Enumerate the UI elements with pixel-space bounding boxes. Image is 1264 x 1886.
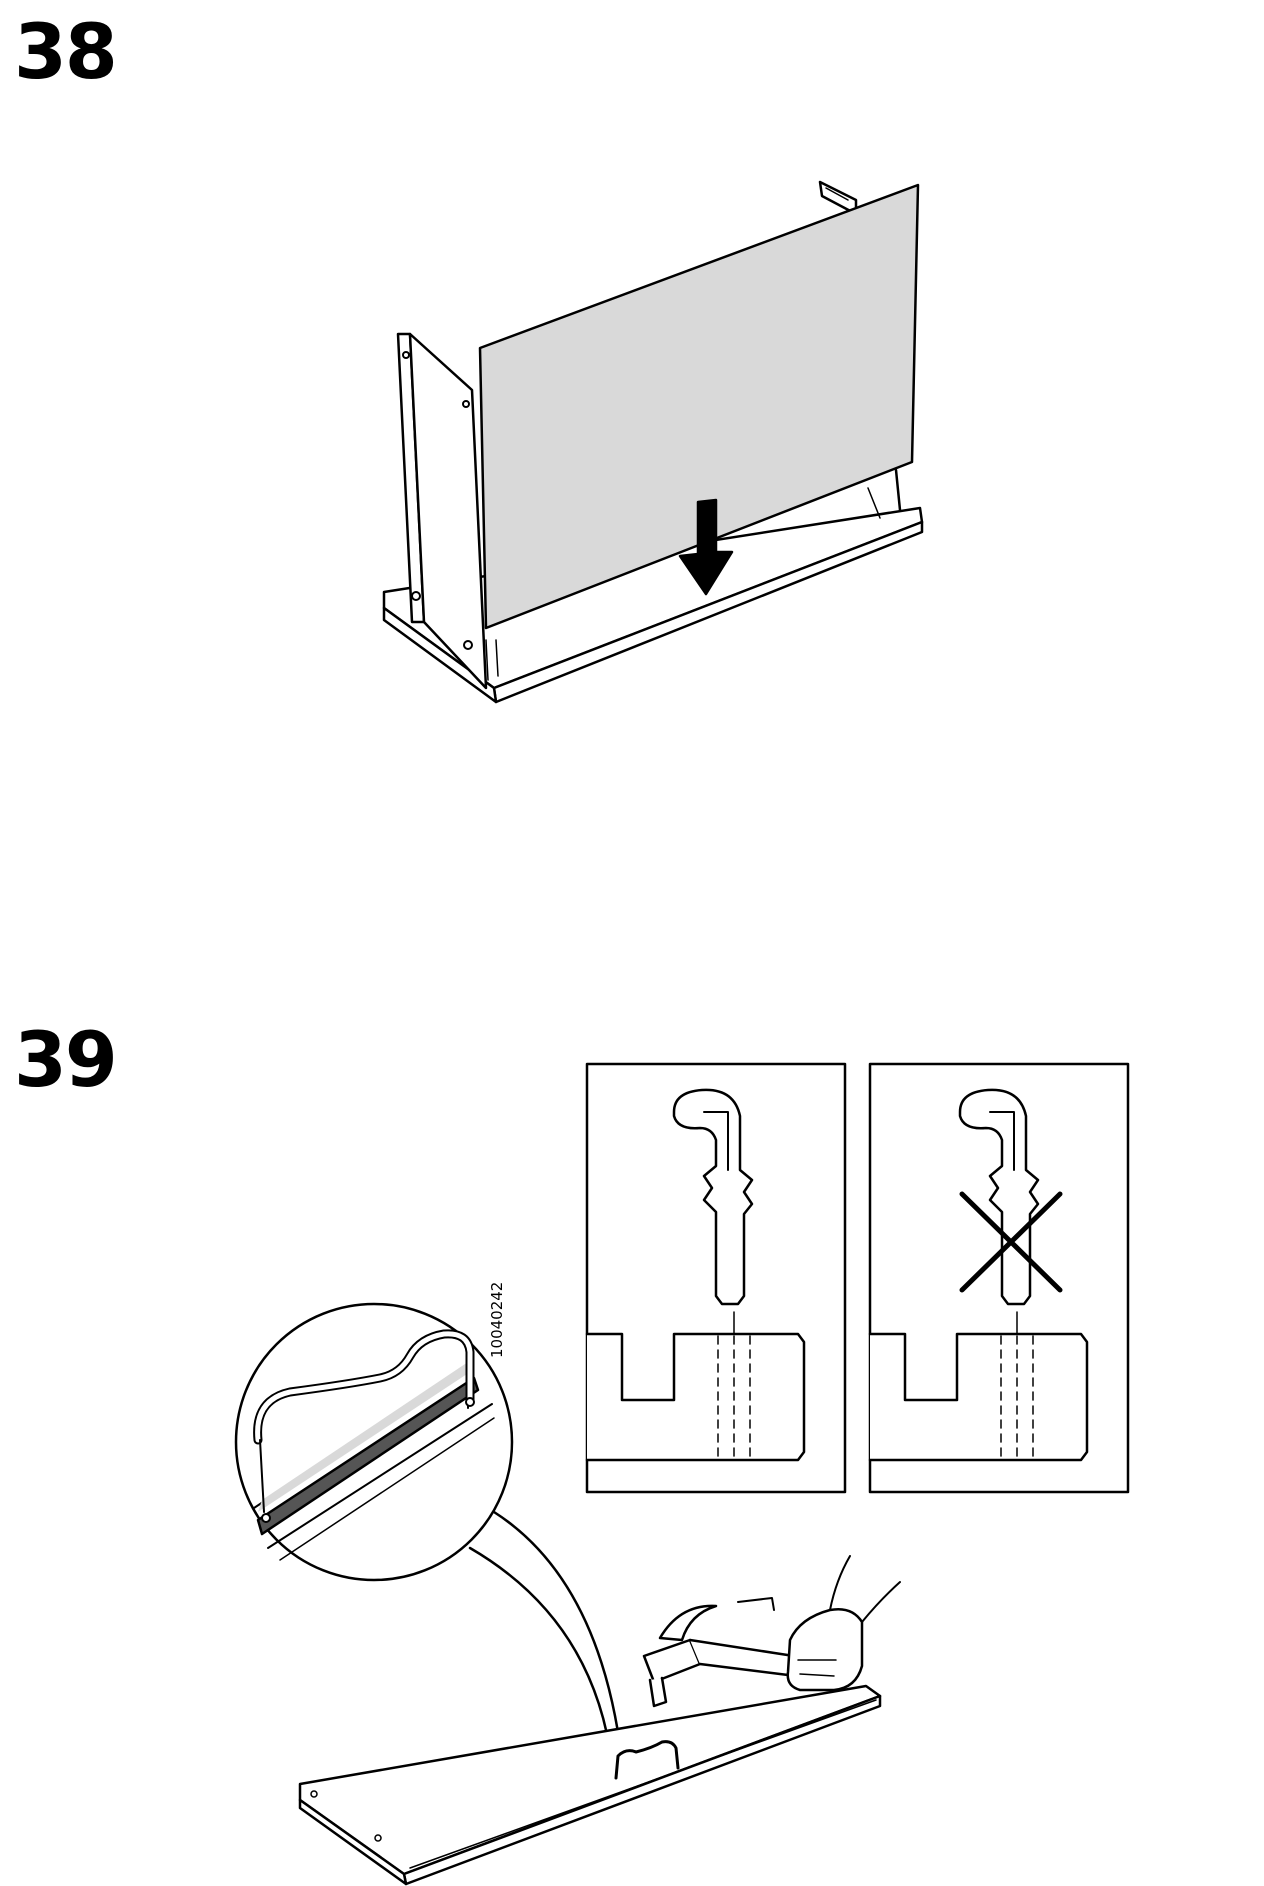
down-arrow-icon — [678, 498, 734, 596]
step38-cabinet-illustration — [382, 180, 924, 704]
hand-illustration — [786, 1555, 901, 1692]
step-number-39: 39 — [14, 1015, 118, 1104]
magnified-shelf-detail — [234, 1302, 624, 1766]
hammer-icon — [642, 1604, 798, 1708]
detail-wrong-insertion — [868, 1062, 1130, 1494]
part-code-label: 10040242 — [488, 1281, 506, 1358]
wrong-cross-icon — [959, 1191, 1063, 1293]
step-number-38: 38 — [14, 7, 118, 96]
detail-correct-insertion — [585, 1062, 847, 1494]
shelf-with-hammer — [298, 1555, 901, 1886]
